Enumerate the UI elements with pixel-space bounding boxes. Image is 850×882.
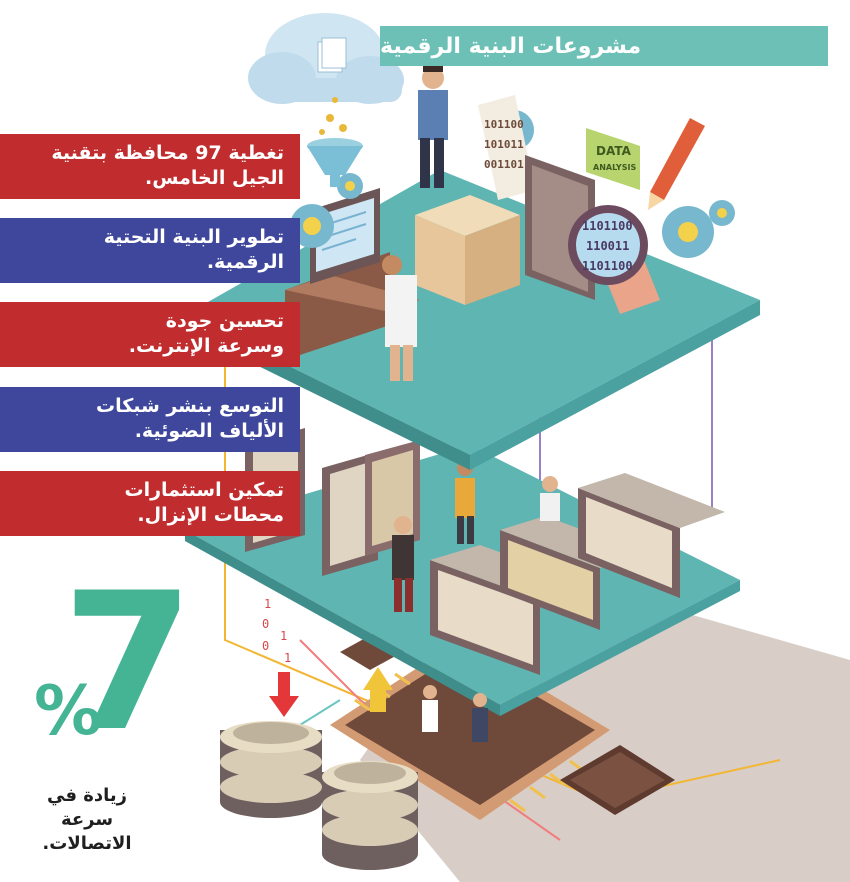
svg-text:001101: 001101 <box>484 158 524 171</box>
svg-text:101100: 101100 <box>484 118 524 131</box>
project-item-line: الجيل الخامس. <box>145 167 284 189</box>
project-item-line: تغطية 97 محافظة بتقنية <box>51 142 284 164</box>
project-item-line: محطات الإنزال. <box>137 504 284 526</box>
data-analysis-label: DATA ANALYSIS <box>593 144 636 172</box>
project-item-5g: تغطية 97 محافظة بتقنية الجيل الخامس. <box>0 134 300 199</box>
upper-people <box>382 66 448 381</box>
page-title: مشروعات البنية الرقمية <box>380 33 642 59</box>
pencil <box>650 118 705 200</box>
project-item-fiber-networks: التوسع بنشر شبكات الألياف الضوئية. <box>0 387 300 452</box>
stat-caption: زيادة في سرعة الاتصالات. <box>20 784 154 856</box>
svg-text:1101100: 1101100 <box>582 259 633 273</box>
magnifier <box>568 205 648 285</box>
project-item-digital-infrastructure: تطوير البنية التحتية الرقمية. <box>0 218 300 283</box>
yellow-arrow <box>363 667 393 712</box>
cloud-icon <box>248 13 404 104</box>
stat-caption-line: زيادة في <box>46 785 127 806</box>
database-stack-right <box>322 761 418 870</box>
title-banner: مشروعات البنية الرقمية <box>380 26 828 66</box>
stat-caption-line: الاتصالات. <box>42 833 132 854</box>
project-item-line: وسرعة الإنترنت. <box>128 335 284 357</box>
stat-percent-sign: % <box>34 672 103 751</box>
coins <box>319 97 347 135</box>
project-item-internet-quality: تحسين جودة وسرعة الإنترنت. <box>0 302 300 367</box>
project-item-line: التوسع بنشر شبكات <box>96 395 284 417</box>
project-item-landing-stations: تمكين استثمارات محطات الإنزال. <box>0 471 300 536</box>
svg-text:ANALYSIS: ANALYSIS <box>593 163 636 172</box>
svg-text:1101100: 1101100 <box>582 219 633 233</box>
binary-stream: 1 0 1 0 1 <box>262 597 291 665</box>
svg-text:1: 1 <box>284 651 291 665</box>
svg-text:1: 1 <box>280 629 287 643</box>
document-stacks <box>415 95 660 314</box>
svg-text:101011: 101011 <box>484 138 524 151</box>
binary-lens: 1101100 110011 1101100 <box>582 219 633 273</box>
data-analysis-sign <box>586 128 640 190</box>
binary-document: 101100 101011 001101 <box>484 118 524 171</box>
project-item-line: تطوير البنية التحتية <box>103 226 284 248</box>
database-stack-left <box>220 721 322 818</box>
project-item-line: الرقمية. <box>206 251 284 273</box>
stat-value: 7 <box>62 552 195 773</box>
svg-text:0: 0 <box>262 639 269 653</box>
red-arrow <box>269 672 299 717</box>
funnel <box>307 138 363 187</box>
stat-caption-line: سرعة <box>60 809 114 830</box>
svg-text:DATA: DATA <box>596 144 632 158</box>
project-item-line: تحسين جودة <box>165 310 284 332</box>
svg-text:1: 1 <box>264 597 271 611</box>
project-item-line: الألياف الضوئية. <box>134 420 284 442</box>
project-item-line: تمكين استثمارات <box>124 479 284 501</box>
lower-people <box>392 460 560 742</box>
svg-text:0: 0 <box>262 617 269 631</box>
svg-text:110011: 110011 <box>586 239 629 253</box>
